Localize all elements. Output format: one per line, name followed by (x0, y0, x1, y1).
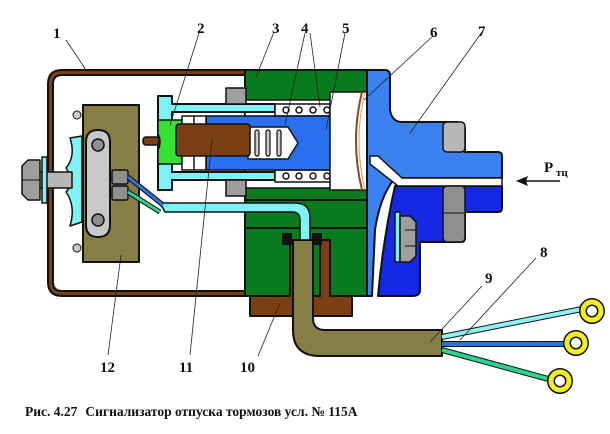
diaphragm-inner (358, 91, 366, 191)
cover-nut-top (442, 121, 466, 153)
callout-labels: 1 2 3 4 5 6 7 8 9 10 11 12 (53, 21, 548, 376)
figure-caption: Рис. 4.27 Сигнализатор отпуска тормозов у… (25, 404, 366, 420)
callout-10: 10 (240, 360, 255, 376)
cable-sleeve (292, 239, 443, 357)
callout-9: 9 (485, 271, 493, 287)
leader-lines (65, 29, 537, 357)
callout-7: 7 (478, 24, 486, 40)
callout-12: 12 (100, 360, 115, 376)
mount-screws (72, 110, 82, 253)
bushing-bottom (225, 179, 247, 197)
wire-green-out-fill (441, 348, 553, 382)
callout-5: 5 (342, 21, 350, 37)
callout-3: 3 (272, 21, 280, 37)
bushing-top (225, 87, 247, 105)
cover-nut-bottom (442, 185, 466, 243)
pressure-label-main: P (544, 160, 553, 176)
lever-pin-top (91, 138, 105, 152)
pressure-arrow-icon (516, 176, 528, 186)
gland-seal-right (312, 233, 322, 245)
rod-tip (142, 136, 160, 146)
diaphragm-chamber (329, 91, 371, 191)
cover-lower (377, 185, 503, 297)
pusher-rod (175, 123, 251, 157)
lever-pin-bottom (91, 213, 105, 227)
callout-8: 8 (540, 245, 548, 261)
switch-wire-green-fill (127, 190, 161, 214)
diaphragm (355, 91, 363, 191)
pressure-label-subscript: тц (556, 167, 568, 179)
switch-terminal-top (111, 169, 129, 185)
callout-2: 2 (197, 21, 205, 37)
wire-terminals (547, 298, 605, 394)
side-nut (399, 215, 417, 263)
pressure-indicator: P тц (516, 160, 568, 186)
switch-terminal-bottom (111, 185, 129, 201)
callout-11: 11 (179, 360, 193, 376)
insulator-sleeve (157, 95, 276, 191)
switch-wire-blue-fill (127, 175, 164, 207)
bolt-washer (41, 156, 48, 204)
figure-title: Сигнализатор отпуска тормозов усл. № 115… (85, 404, 358, 419)
gland-seal-left (282, 233, 292, 245)
figure-number: Рис. 4.27 (25, 404, 78, 419)
callout-4: 4 (301, 21, 309, 37)
callout-6: 6 (430, 25, 438, 41)
callout-1: 1 (53, 26, 61, 42)
wire-cyan-out-fill (441, 307, 583, 339)
air-channel (369, 155, 503, 187)
switch-wire-conduit (159, 202, 311, 241)
inner-spring (254, 129, 282, 157)
switch-lever (85, 129, 111, 238)
